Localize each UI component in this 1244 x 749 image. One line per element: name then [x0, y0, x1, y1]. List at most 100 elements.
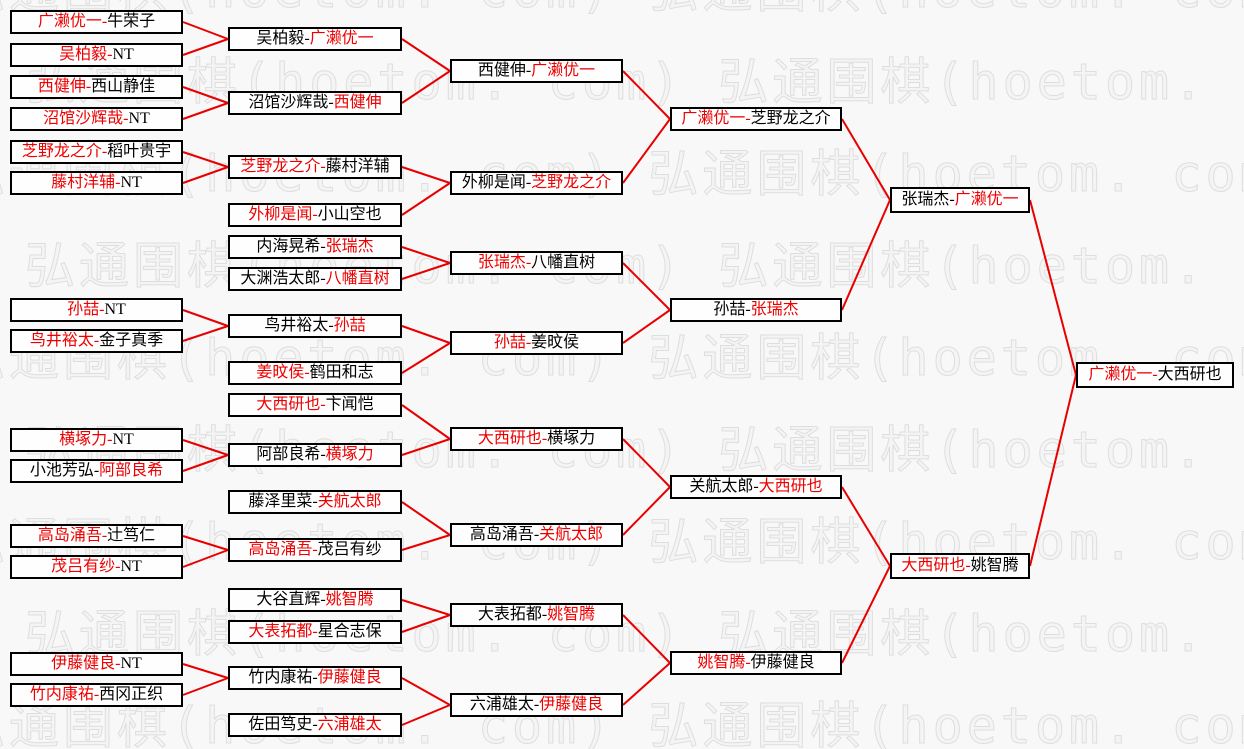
player-name: 关航太郎	[539, 526, 604, 543]
match-box-round-2-15[interactable]: 竹内康祐-伊藤健良	[228, 666, 402, 690]
separator-dash: -	[312, 623, 318, 640]
match-box-round-1-11[interactable]: 高岛涌吾-辻笃仁	[10, 524, 183, 548]
player-name: 姚智腾	[970, 557, 1019, 574]
match-box-round-1-14[interactable]: 竹内康祐-西冈正织	[10, 683, 183, 707]
match-box-final-1[interactable]: 广濑优一-大西研也	[1076, 362, 1234, 388]
bracket-line	[841, 118, 891, 201]
player-name: 鸟井裕太	[29, 332, 94, 349]
bracket-line	[401, 38, 451, 72]
player-name: 六浦雄太	[469, 696, 534, 713]
bracket-line	[401, 534, 451, 551]
watermark-text: 弘通围棋(hoetom. com) 弘通围棋(hoetom. com) 弘通围棋…	[24, 237, 1244, 296]
match-box-round-1-6[interactable]: 藤村洋辅-NT	[10, 171, 183, 195]
player-name: 大西研也	[477, 430, 542, 447]
match-box-round-1-4[interactable]: 沼馆沙辉哉-NT	[10, 107, 183, 131]
player-name: 芝野龙之介	[21, 143, 102, 160]
bracket-line	[182, 102, 229, 120]
player-name: 广濑优一	[954, 191, 1019, 208]
separator-dash: -	[328, 317, 334, 334]
match-box-round-3-1[interactable]: 西健伸-广濑优一	[450, 59, 623, 83]
match-box-round-2-5[interactable]: 内海晃希-张瑞杰	[228, 235, 402, 259]
match-box-round-1-13[interactable]: 伊藤健良-NT	[10, 652, 183, 676]
match-box-round-3-2[interactable]: 外柳是闻-芝野龙之介	[450, 171, 623, 195]
separator-dash: -	[541, 430, 548, 447]
player-name: 竹内康祐	[248, 669, 313, 686]
match-box-round-2-6[interactable]: 大渊浩太郎-八幡直树	[228, 267, 402, 291]
match-box-round-3-6[interactable]: 高岛涌吾-关航太郎	[450, 523, 623, 547]
match-box-round-3-7[interactable]: 大表拓都-姚智腾	[450, 603, 623, 627]
match-box-round-2-8[interactable]: 姜旼侯-鹤田和志	[228, 361, 402, 385]
separator-dash: -	[541, 606, 548, 623]
match-box-round-2-4[interactable]: 外柳是闻-小山空也	[228, 203, 402, 227]
bracket-line	[401, 246, 451, 264]
bracket-line	[401, 166, 451, 184]
separator-dash: -	[101, 143, 108, 160]
player-name: 小山空也	[317, 206, 382, 223]
match-box-round-1-2[interactable]: 吴柏毅-NT	[10, 43, 183, 67]
bracket-line	[622, 262, 671, 311]
match-box-round-2-13[interactable]: 大谷直辉-姚智腾	[228, 588, 402, 612]
match-box-round-3-4[interactable]: 孙喆-姜旼侯	[450, 331, 623, 355]
player-name: 姚智腾	[697, 654, 746, 671]
player-name: 大谷直辉	[256, 591, 321, 608]
player-name: 内海晃希	[256, 238, 321, 255]
player-name: 茂吕有纱	[317, 541, 382, 558]
player-name: 孙喆	[67, 301, 100, 318]
player-name: 大西研也	[758, 478, 823, 495]
match-box-round-2-16[interactable]: 佐田笃史-六浦雄太	[228, 713, 402, 737]
separator-dash: -	[93, 332, 100, 349]
separator-dash: -	[525, 62, 532, 79]
separator-dash: -	[304, 364, 310, 381]
match-box-round-1-3[interactable]: 西健伸-西山静佳	[10, 75, 183, 99]
match-box-round-2-3[interactable]: 芝野龙之介-藤村洋辅	[228, 155, 402, 179]
match-box-round-1-9[interactable]: 横塚力-NT	[10, 428, 183, 452]
player-name: NT	[120, 174, 142, 191]
separator-dash: -	[320, 446, 326, 463]
match-box-round-2-14[interactable]: 大表拓都-星合志保	[228, 620, 402, 644]
match-box-round-2-2[interactable]: 沼馆沙辉哉-西健伸	[228, 91, 402, 115]
match-box-round-2-10[interactable]: 阿部良希-横塚力	[228, 443, 402, 467]
separator-dash: -	[525, 254, 532, 271]
match-box-semifinals-1[interactable]: 张瑞杰-广濑优一	[890, 187, 1030, 213]
match-box-quarterfinals-2[interactable]: 孙喆-张瑞杰	[670, 298, 842, 322]
match-box-semifinals-2[interactable]: 大西研也-姚智腾	[890, 553, 1030, 579]
match-box-round-2-9[interactable]: 大西研也-卞闻恺	[228, 393, 402, 417]
match-box-quarterfinals-3[interactable]: 关航太郎-大西研也	[670, 475, 842, 499]
match-box-round-3-5[interactable]: 大西研也-横塚力	[450, 427, 623, 451]
match-box-round-3-8[interactable]: 六浦雄太-伊藤健良	[450, 693, 623, 717]
match-box-round-1-7[interactable]: 孙喆-NT	[10, 298, 183, 322]
match-box-round-2-7[interactable]: 鸟井裕太-孙喆	[228, 314, 402, 338]
player-name: 芝野龙之介	[240, 158, 321, 175]
match-box-quarterfinals-1[interactable]: 广濑优一-芝野龙之介	[670, 107, 842, 131]
match-box-round-1-5[interactable]: 芝野龙之介-稻叶贵宇	[10, 140, 183, 164]
bracket-line	[401, 599, 451, 616]
match-box-round-2-12[interactable]: 高岛涌吾-茂吕有纱	[228, 538, 402, 562]
bracket-line	[182, 663, 229, 679]
player-name: 八幡直树	[325, 270, 390, 287]
match-box-round-2-11[interactable]: 藤泽里菜-关航太郎	[228, 490, 402, 514]
player-name: 大西研也	[256, 396, 321, 413]
player-name: 张瑞杰	[750, 301, 799, 318]
player-name: 横塚力	[59, 431, 108, 448]
separator-dash: -	[753, 478, 759, 495]
match-box-round-1-12[interactable]: 茂吕有纱-NT	[10, 555, 183, 579]
separator-dash: -	[525, 174, 532, 191]
match-box-round-2-1[interactable]: 吴柏毅-广濑优一	[228, 27, 402, 51]
match-box-round-1-10[interactable]: 小池芳弘-阿部良希	[10, 459, 183, 483]
player-name: 辻笃仁	[107, 527, 156, 544]
match-box-round-1-8[interactable]: 鸟井裕太-金子真季	[10, 329, 183, 353]
bracket-line	[182, 439, 229, 456]
match-box-quarterfinals-4[interactable]: 姚智腾-伊藤健良	[670, 651, 842, 675]
bracket-line	[401, 262, 451, 280]
player-name: 大西研也	[901, 557, 966, 574]
player-name: 孙喆	[493, 334, 526, 351]
match-box-round-1-1[interactable]: 广濑优一-牛荣子	[10, 10, 183, 34]
separator-dash: -	[320, 270, 326, 287]
bracket-line	[182, 535, 229, 551]
separator-dash: -	[101, 13, 108, 30]
bracket-line	[182, 325, 229, 342]
bracket-line	[622, 309, 671, 344]
match-box-round-3-3[interactable]: 张瑞杰-八幡直树	[450, 251, 623, 275]
bracket-line	[401, 404, 451, 440]
bracket-line	[182, 454, 229, 472]
